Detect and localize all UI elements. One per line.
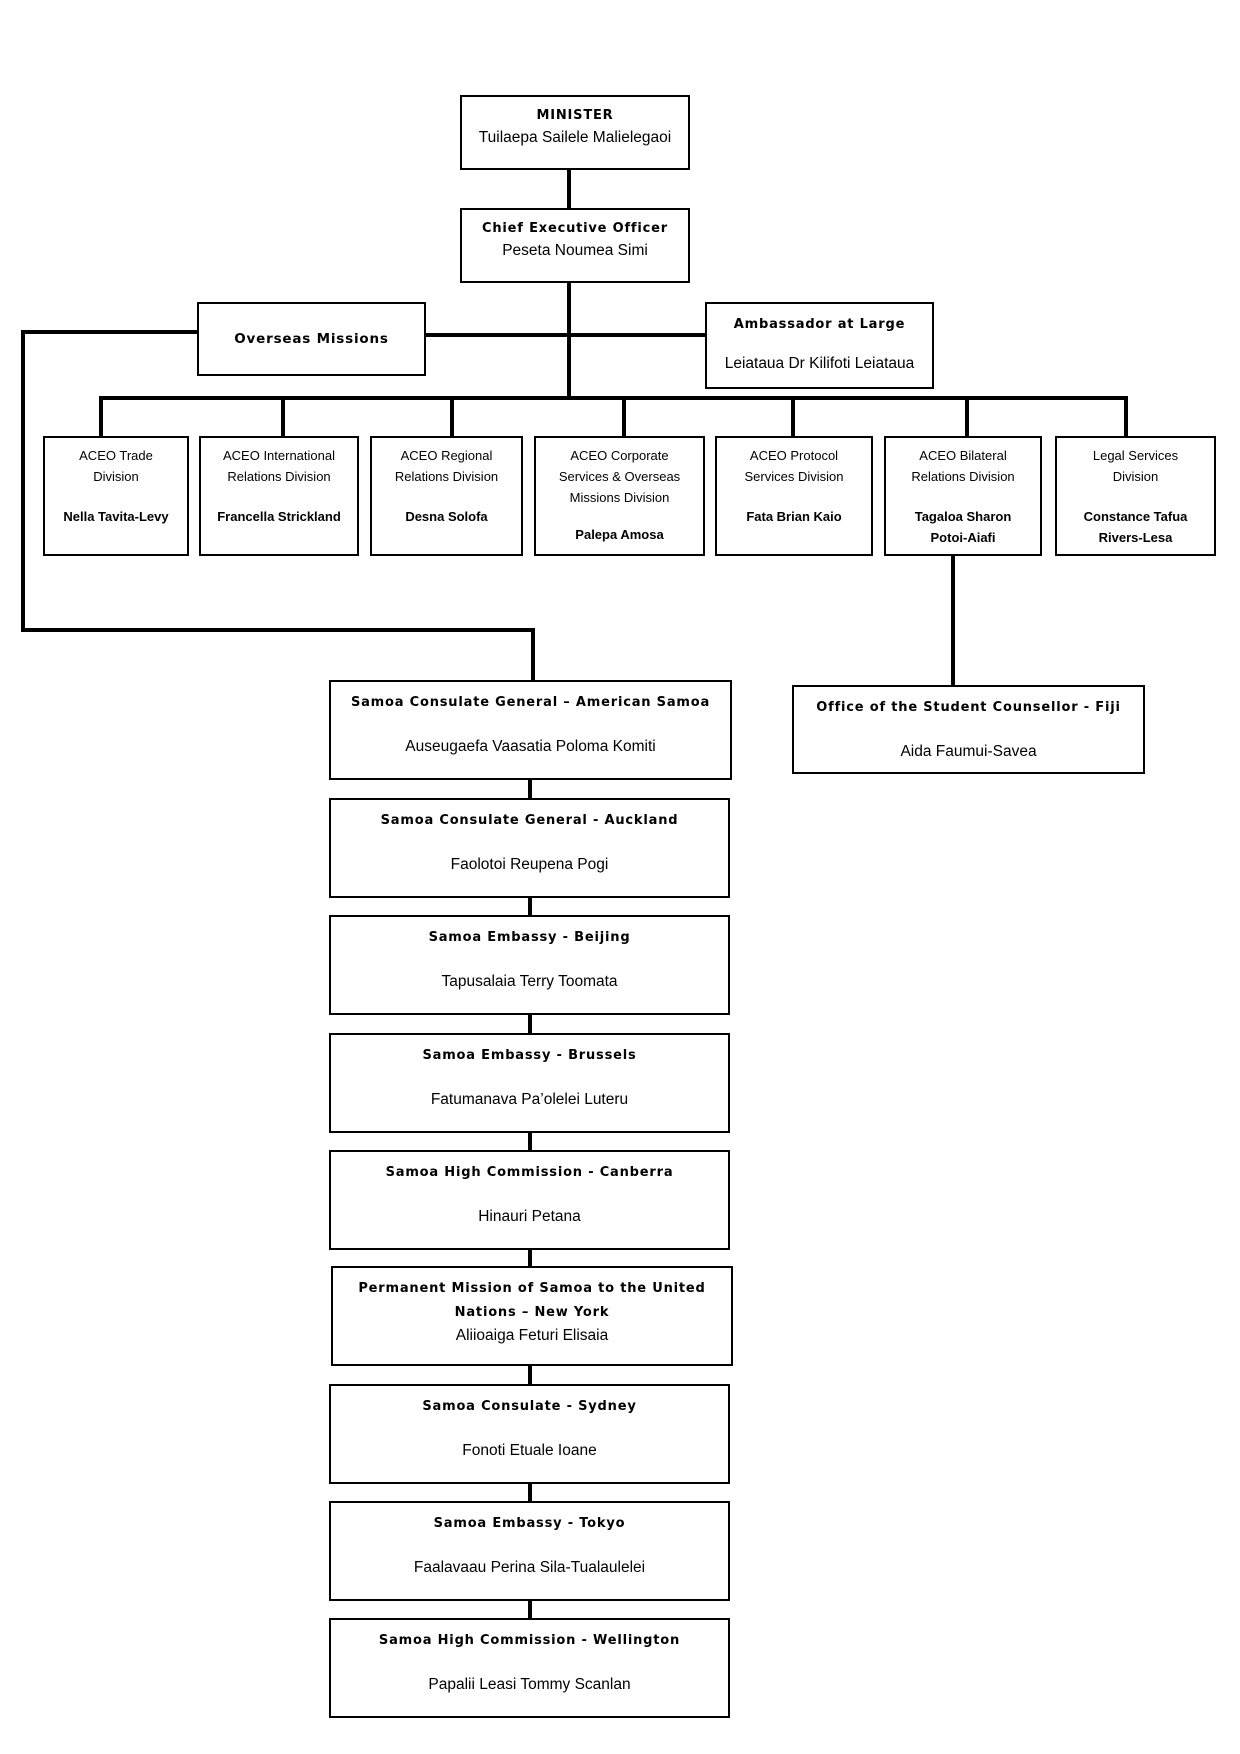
student-counsellor-name: Aida Faumui-Savea (900, 743, 1037, 760)
ambassador-at-large-box: Ambassador at Large Leiataua Dr Kilifoti… (705, 302, 934, 389)
mission-box-sydney: Samoa Consulate - Sydney Fonoti Etuale I… (329, 1384, 730, 1484)
mission-head: Faolotoi Reupena Pogi (450, 856, 609, 873)
mission-box-auckland: Samoa Consulate General - Auckland Faolo… (329, 798, 730, 898)
division-title: ACEO Protocol Services Division (744, 448, 844, 484)
division-title: ACEO Corporate Services & Overseas Missi… (558, 448, 681, 505)
minister-name: Tuilaepa Sailele Malielegaoi (478, 129, 672, 146)
mission-head: Auseugaefa Vaasatia Poloma Komiti (405, 738, 656, 755)
ambassador-name: Leiataua Dr Kilifoti Leiataua (724, 355, 915, 372)
division-box-corporate: ACEO Corporate Services & Overseas Missi… (534, 436, 705, 556)
mission-head: Faalavaau Perina Sila-Tualaulelei (413, 1559, 646, 1576)
mission-box-wellington: Samoa High Commission - Wellington Papal… (329, 1618, 730, 1718)
ambassador-title: Ambassador at Large (733, 317, 906, 332)
division-box-legal: Legal Services Division Constance Tafua … (1055, 436, 1216, 556)
division-head: Tagaloa Sharon Potoi-Aiafi (914, 509, 1012, 545)
mission-title: Samoa High Commission - Wellington (378, 1633, 681, 1648)
minister-box: MINISTER Tuilaepa Sailele Malielegaoi (460, 95, 690, 170)
division-head: Desna Solofa (405, 509, 488, 524)
division-title: Legal Services Division (1092, 448, 1179, 484)
mission-title: Samoa Consulate General - Auckland (380, 813, 679, 828)
mission-box-american-samoa: Samoa Consulate General – American Samoa… (329, 680, 732, 780)
minister-title: MINISTER (536, 108, 614, 123)
mission-title: Samoa Embassy - Tokyo (433, 1516, 626, 1531)
mission-head: Fatumanava Pa’olelei Luteru (430, 1091, 629, 1108)
division-box-international: ACEO International Relations Division Fr… (199, 436, 359, 556)
ceo-name: Peseta Noumea Simi (502, 242, 648, 259)
ceo-title: Chief Executive Officer (482, 221, 668, 236)
division-box-trade: ACEO Trade Division Nella Tavita-Levy (43, 436, 189, 556)
division-head: Palepa Amosa (575, 527, 664, 542)
mission-box-brussels: Samoa Embassy - Brussels Fatumanava Pa’o… (329, 1033, 730, 1133)
mission-title: Samoa Consulate - Sydney (422, 1399, 637, 1414)
division-head: Francella Strickland (217, 509, 341, 524)
mission-head: Tapusalaia Terry Toomata (441, 973, 618, 990)
division-head: Nella Tavita-Levy (63, 509, 169, 524)
mission-title: Samoa Embassy - Beijing (428, 930, 631, 945)
division-box-protocol: ACEO Protocol Services Division Fata Bri… (715, 436, 873, 556)
division-box-regional: ACEO Regional Relations Division Desna S… (370, 436, 523, 556)
mission-title: Samoa Embassy - Brussels (422, 1048, 637, 1063)
mission-head: Aliioaiga Feturi Elisaia (455, 1327, 609, 1344)
division-head: Constance Tafua Rivers-Lesa (1083, 509, 1188, 545)
student-counsellor-title: Office of the Student Counsellor - Fiji (816, 700, 1121, 715)
student-counsellor-box: Office of the Student Counsellor - Fiji … (792, 685, 1145, 774)
division-title: ACEO Bilateral Relations Division (911, 448, 1015, 484)
mission-title: Samoa Consulate General – American Samoa (350, 695, 711, 710)
division-title: ACEO Trade Division (79, 448, 153, 484)
mission-box-tokyo: Samoa Embassy - Tokyo Faalavaau Perina S… (329, 1501, 730, 1601)
division-box-bilateral: ACEO Bilateral Relations Division Tagalo… (884, 436, 1042, 556)
mission-box-new-york: Permanent Mission of Samoa to the United… (331, 1266, 733, 1366)
division-title: ACEO International Relations Division (222, 448, 335, 484)
mission-title: Permanent Mission of Samoa to the United… (358, 1281, 706, 1320)
division-head: Fata Brian Kaio (746, 509, 842, 524)
overseas-missions-title: Overseas Missions (234, 331, 389, 347)
overseas-missions-box: Overseas Missions (197, 302, 426, 376)
mission-head: Papalii Leasi Tommy Scanlan (428, 1676, 631, 1693)
division-title: ACEO Regional Relations Division (394, 448, 499, 484)
mission-head: Fonoti Etuale Ioane (462, 1442, 597, 1459)
ceo-box: Chief Executive Officer Peseta Noumea Si… (460, 208, 690, 283)
mission-box-canberra: Samoa High Commission - Canberra Hinauri… (329, 1150, 730, 1250)
mission-title: Samoa High Commission - Canberra (385, 1165, 674, 1180)
mission-box-beijing: Samoa Embassy - Beijing Tapusalaia Terry… (329, 915, 730, 1015)
mission-head: Hinauri Petana (478, 1208, 581, 1225)
